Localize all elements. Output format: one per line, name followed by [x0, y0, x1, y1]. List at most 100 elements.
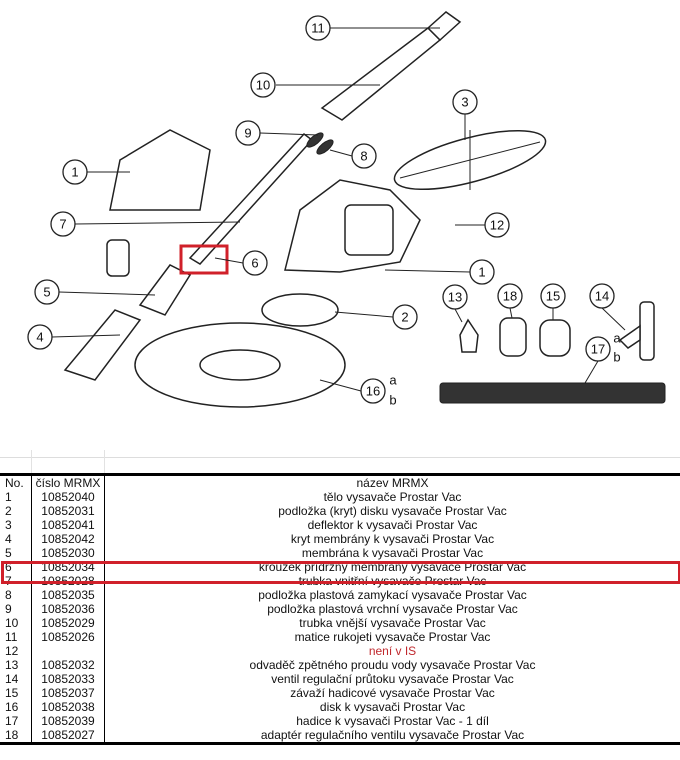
cell-code: 10852036	[31, 602, 105, 616]
cell-code: 10852027	[31, 728, 105, 745]
callout-4: 4	[27, 324, 53, 350]
cell-no: 14	[5, 672, 19, 686]
cell-code: 10852031	[31, 504, 105, 518]
variant-a-16: a	[389, 373, 397, 388]
svg-text:12: 12	[490, 218, 504, 233]
callout-12: 12	[484, 212, 510, 238]
cell-code: 10852026	[31, 630, 105, 644]
cell-no: 17	[5, 714, 19, 728]
part-disc-base	[261, 293, 339, 327]
callout-10: 10	[250, 72, 276, 98]
cell-no: 5	[5, 546, 12, 560]
part-membrane	[106, 239, 192, 316]
cell-no: 4	[5, 532, 12, 546]
cell-name: podložka plastová zamykací vysavače Pros…	[104, 588, 680, 602]
table-row: 12 není v IS	[0, 644, 680, 658]
spreadsheet-gridline	[0, 457, 680, 458]
cell-no: 13	[5, 658, 19, 672]
cell-name: odvaděč zpětného proudu vody vysavače Pr…	[104, 658, 680, 672]
part-rings	[306, 132, 334, 155]
cell-code: 10852035	[31, 588, 105, 602]
cell-name: disk k vysavači Prostar Vac	[104, 700, 680, 714]
highlight-box-part-6	[179, 244, 229, 275]
svg-text:15: 15	[546, 289, 560, 304]
cell-no: 8	[5, 588, 12, 602]
cell-code: 10852039	[31, 714, 105, 728]
cell-name: adaptér regulačního ventilu vysavače Pro…	[104, 728, 680, 745]
svg-text:16: 16	[366, 384, 380, 399]
leader-lines	[51, 27, 626, 392]
svg-text:3: 3	[461, 95, 468, 110]
svg-text:6: 6	[251, 256, 258, 271]
callout-11: 11	[305, 15, 331, 41]
cell-no: 15	[5, 686, 19, 700]
variant-a-17: a	[613, 331, 621, 346]
cell-code: 10852042	[31, 532, 105, 546]
svg-text:1: 1	[478, 265, 485, 280]
svg-text:1: 1	[71, 165, 78, 180]
callout-17: 17 ab	[585, 331, 621, 365]
svg-text:18: 18	[503, 289, 517, 304]
callout-9: 9	[235, 120, 261, 146]
svg-text:7: 7	[59, 217, 66, 232]
cell-name: trubka vnější vysavače Prostar Vac	[104, 616, 680, 630]
cell-name: podložka plastová vrchní vysavače Prosta…	[104, 602, 680, 616]
svg-text:2: 2	[401, 310, 408, 325]
highlight-row-6	[1, 561, 680, 584]
callout-3: 3	[452, 89, 478, 115]
cell-no: 10	[5, 616, 19, 630]
variant-b-17: b	[613, 350, 620, 365]
part-outer-tube	[320, 11, 462, 121]
cell-code: 10852029	[31, 616, 105, 630]
cell-name: tělo vysavače Prostar Vac	[104, 490, 680, 504]
svg-text:17: 17	[591, 342, 605, 357]
cell-no: 9	[5, 602, 12, 616]
part-small-parts	[459, 301, 655, 361]
cell-no: 12	[5, 644, 19, 658]
callout-15: 15	[540, 283, 566, 309]
callout-13: 13	[442, 284, 468, 310]
cell-name: ventil regulační průtoku vysavače Prosta…	[104, 672, 680, 686]
cell-no: 18	[0, 728, 32, 745]
header-code: číslo MRMX	[31, 473, 105, 490]
cell-code: 10852040	[31, 490, 105, 504]
callout-6: 6	[242, 250, 268, 276]
cell-name: matice rukojeti vysavače Prostar Vac	[104, 630, 680, 644]
part-deflector	[393, 129, 547, 191]
part-body-cover	[109, 129, 211, 211]
callout-5: 5	[34, 279, 60, 305]
cell-name: není v IS	[104, 644, 680, 658]
cell-no: 11	[5, 630, 18, 644]
cell-code: 10852037	[31, 686, 105, 700]
cell-name: membrána k vysavači Prostar Vac	[104, 546, 680, 560]
svg-text:13: 13	[448, 290, 462, 305]
callout-8: 8	[351, 143, 377, 169]
spreadsheet-gridline	[104, 450, 105, 474]
callout-1-body: 1	[469, 259, 495, 285]
callout-14: 14	[589, 283, 615, 309]
cell-code	[31, 644, 105, 658]
callout-7: 7	[50, 211, 76, 237]
exploded-parts-diagram: 11 10 3 9 8 1 7 12 6 1 5 2 13 18 15 14 4…	[27, 11, 666, 408]
header-name: název MRMX	[104, 473, 680, 490]
svg-text:5: 5	[43, 285, 50, 300]
cell-code: 10852033	[31, 672, 105, 686]
svg-text:11: 11	[311, 21, 325, 36]
cell-no: 6	[5, 560, 12, 574]
part-membrane-cover	[63, 309, 142, 381]
callout-16: 16 ab	[360, 373, 397, 408]
cell-name: deflektor k vysavači Prostar Vac	[104, 518, 680, 532]
svg-text:4: 4	[36, 330, 43, 345]
